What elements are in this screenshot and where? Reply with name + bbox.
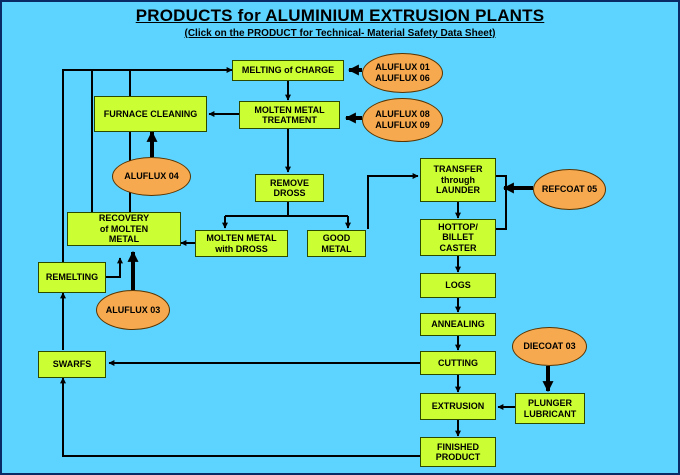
aluflux-08-09-product[interactable]: ALUFLUX 08 ALUFLUX 09	[362, 98, 443, 142]
hottop-billet-caster-box: HOTTOP/ BILLET CASTER	[420, 219, 496, 256]
transfer-through-launder-box: TRANSFER through LAUNDER	[420, 158, 496, 202]
furnace-cleaning-box: FURNACE CLEANING	[94, 96, 207, 132]
annealing-box: ANNEALING	[420, 313, 496, 336]
molten-metal-with-dross-box: MOLTEN METAL with DROSS	[195, 230, 288, 257]
aluflux-01-06-product[interactable]: ALUFLUX 01 ALUFLUX 06	[362, 53, 443, 93]
good-metal-box: GOOD METAL	[307, 230, 366, 257]
swarfs-box: SWARFS	[38, 351, 106, 378]
recovery-of-molten-metal-box: RECOVERY of MOLTEN METAL	[67, 212, 181, 246]
melting-of-charge-box: MELTING of CHARGE	[232, 60, 344, 81]
refcoat-05-product[interactable]: REFCOAT 05	[533, 169, 606, 210]
loop-outer-line	[62, 67, 233, 262]
logs-box: LOGS	[420, 273, 496, 298]
arrow-remelting-to-recovery	[106, 257, 123, 278]
cutting-box: CUTTING	[420, 351, 496, 375]
arrow-finished-to-swarfs	[60, 377, 420, 457]
finished-product-box: FINISHED PRODUCT	[420, 437, 496, 467]
page-subtitle: (Click on the PRODUCT for Technical- Mat…	[184, 28, 496, 39]
page-title: PRODUCTS for ALUMINIUM EXTRUSION PLANTS	[135, 6, 545, 25]
aluflux-04-product[interactable]: ALUFLUX 04	[112, 157, 191, 196]
extrusion-box: EXTRUSION	[420, 393, 496, 420]
plunger-lubricant-box: PLUNGER LUBRICANT	[515, 393, 585, 424]
molten-metal-treatment-box: MOLTEN METAL TREATMENT	[239, 101, 340, 129]
arrow-good-to-transfer	[367, 173, 419, 229]
refcoat-bracket	[496, 175, 507, 230]
split-line	[225, 202, 348, 217]
aluflux-03-product[interactable]: ALUFLUX 03	[96, 290, 170, 330]
diecoat-03-product[interactable]: DIECOAT 03	[512, 327, 587, 366]
remove-dross-box: REMOVE DROSS	[255, 174, 324, 202]
remelting-box: REMELTING	[38, 262, 106, 293]
